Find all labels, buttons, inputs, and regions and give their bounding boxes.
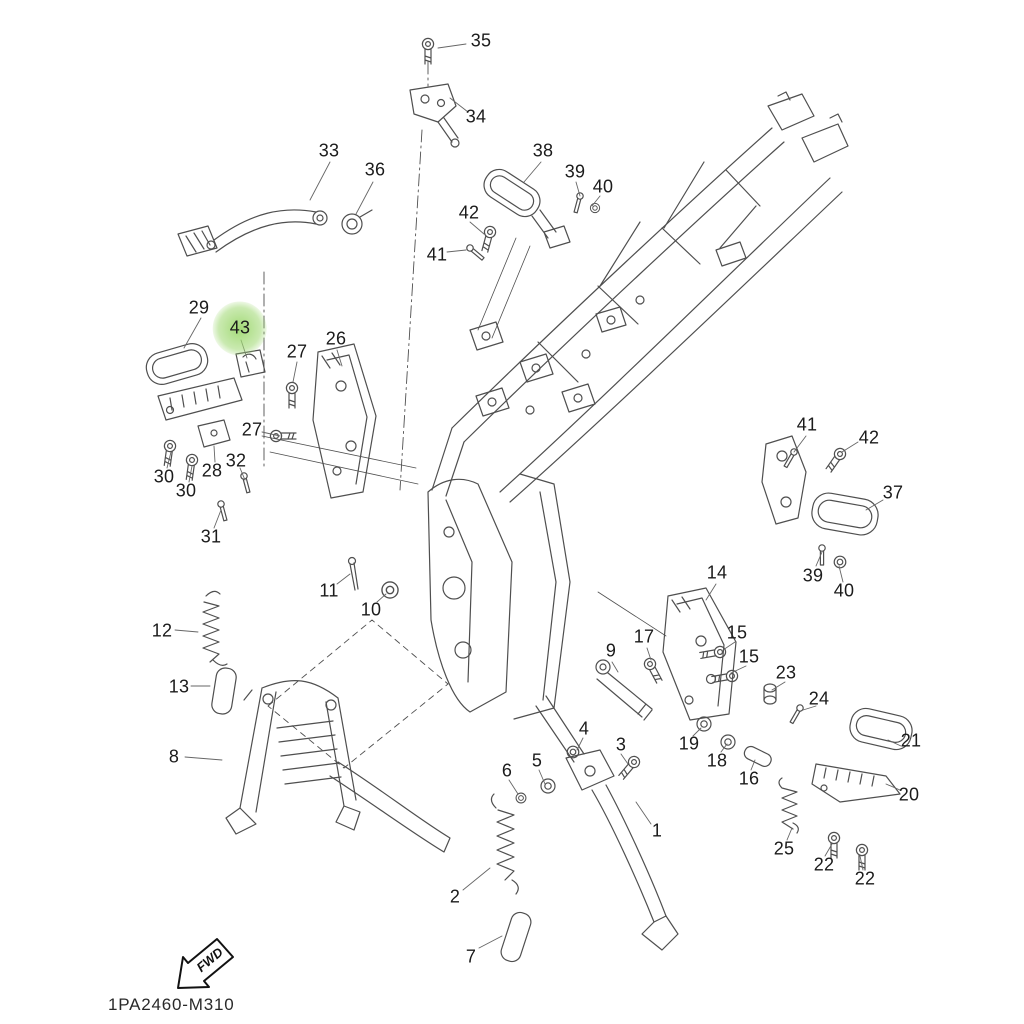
upper-bracket bbox=[409, 37, 460, 148]
frame-pivot-plates bbox=[427, 473, 585, 763]
centerlines bbox=[263, 61, 429, 491]
bracket-26 bbox=[269, 343, 377, 499]
brake-pedal bbox=[177, 209, 373, 257]
bracket-14-cluster bbox=[641, 587, 805, 768]
center-stand bbox=[202, 590, 451, 853]
footrest-38 bbox=[464, 168, 601, 262]
assembly-lines bbox=[261, 237, 667, 637]
rear-footrest-right-cluster bbox=[778, 707, 913, 871]
right-footrest-cluster bbox=[761, 435, 879, 569]
bolt-9 bbox=[595, 659, 653, 721]
diagram-code: 1PA2460-M310 bbox=[108, 995, 235, 1014]
frame bbox=[431, 91, 849, 503]
leader-lines bbox=[166, 43, 902, 949]
left-footrest-cluster bbox=[145, 343, 266, 522]
pivot-pin-washer bbox=[347, 556, 399, 599]
detail-box bbox=[267, 619, 449, 769]
fwd-arrow: FWD bbox=[177, 938, 234, 989]
side-stand bbox=[490, 745, 679, 963]
